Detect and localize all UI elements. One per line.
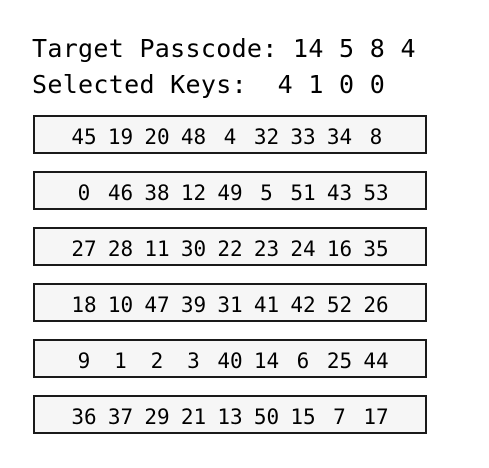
key-8[interactable]: 8 bbox=[369, 125, 383, 149]
key-12[interactable]: 12 bbox=[180, 181, 207, 205]
key-51[interactable]: 51 bbox=[290, 181, 316, 205]
key-41[interactable]: 41 bbox=[253, 293, 280, 317]
key-19[interactable]: 19 bbox=[107, 125, 134, 149]
key-38[interactable]: 38 bbox=[144, 181, 170, 205]
key-27[interactable]: 27 bbox=[71, 237, 97, 261]
key-16[interactable]: 16 bbox=[326, 237, 353, 261]
key-15[interactable]: 15 bbox=[290, 405, 316, 429]
key-33[interactable]: 33 bbox=[290, 125, 316, 149]
key-42[interactable]: 42 bbox=[290, 293, 316, 317]
key-44[interactable]: 44 bbox=[363, 349, 389, 373]
key-1[interactable]: 1 bbox=[114, 349, 127, 373]
key-32[interactable]: 32 bbox=[253, 125, 280, 149]
key-4[interactable]: 4 bbox=[223, 125, 237, 149]
selected-keys-value: 4 1 0 0 bbox=[277, 70, 386, 99]
key-52[interactable]: 52 bbox=[326, 293, 353, 317]
key-24[interactable]: 24 bbox=[290, 237, 316, 261]
key-17[interactable]: 17 bbox=[363, 405, 389, 429]
key-50[interactable]: 50 bbox=[253, 405, 280, 429]
key-31[interactable]: 31 bbox=[217, 293, 243, 317]
key-row-3: 27 28 11 30 22 23 24 16 35 bbox=[33, 227, 427, 266]
key-39[interactable]: 39 bbox=[180, 293, 207, 317]
key-46[interactable]: 46 bbox=[107, 181, 134, 205]
target-passcode-line: Target Passcode: 14 5 8 4 bbox=[32, 34, 416, 64]
key-row-1: 45 19 20 48 4 32 33 34 8 bbox=[33, 115, 427, 154]
key-29[interactable]: 29 bbox=[144, 405, 170, 429]
key-5[interactable]: 5 bbox=[260, 181, 273, 205]
key-14[interactable]: 14 bbox=[253, 349, 280, 373]
key-21[interactable]: 21 bbox=[180, 405, 207, 429]
key-18[interactable]: 18 bbox=[71, 293, 97, 317]
key-0[interactable]: 0 bbox=[77, 181, 91, 205]
key-47[interactable]: 47 bbox=[144, 293, 170, 317]
key-45[interactable]: 45 bbox=[71, 125, 97, 149]
key-40[interactable]: 40 bbox=[217, 349, 243, 373]
key-43[interactable]: 43 bbox=[326, 181, 353, 205]
key-30[interactable]: 30 bbox=[180, 237, 207, 261]
key-26[interactable]: 26 bbox=[363, 293, 389, 317]
key-10[interactable]: 10 bbox=[107, 293, 134, 317]
key-row-6: 36 37 29 21 13 50 15 7 17 bbox=[33, 395, 427, 434]
key-37[interactable]: 37 bbox=[107, 405, 134, 429]
key-53[interactable]: 53 bbox=[363, 181, 389, 205]
selected-keys-line: Selected Keys: 4 1 0 0 bbox=[32, 70, 385, 100]
key-7[interactable]: 7 bbox=[333, 405, 346, 429]
key-34[interactable]: 34 bbox=[326, 125, 353, 149]
key-row-2: 0 46 38 12 49 5 51 43 53 bbox=[33, 171, 427, 210]
target-passcode-value: 14 5 8 4 bbox=[292, 34, 416, 63]
key-36[interactable]: 36 bbox=[71, 405, 97, 429]
key-9[interactable]: 9 bbox=[77, 349, 91, 373]
key-28[interactable]: 28 bbox=[107, 237, 134, 261]
key-25[interactable]: 25 bbox=[326, 349, 353, 373]
key-11[interactable]: 11 bbox=[144, 237, 170, 261]
key-20[interactable]: 20 bbox=[144, 125, 170, 149]
key-2[interactable]: 2 bbox=[150, 349, 164, 373]
selected-keys-label: Selected Keys: bbox=[32, 70, 247, 99]
key-row-4: 18 10 47 39 31 41 42 52 26 bbox=[33, 283, 427, 322]
target-passcode-label: Target Passcode: bbox=[32, 34, 278, 63]
key-23[interactable]: 23 bbox=[253, 237, 280, 261]
key-22[interactable]: 22 bbox=[217, 237, 243, 261]
key-49[interactable]: 49 bbox=[217, 181, 243, 205]
key-48[interactable]: 48 bbox=[180, 125, 207, 149]
key-6[interactable]: 6 bbox=[296, 349, 310, 373]
key-3[interactable]: 3 bbox=[187, 349, 200, 373]
key-13[interactable]: 13 bbox=[217, 405, 243, 429]
key-35[interactable]: 35 bbox=[363, 237, 389, 261]
